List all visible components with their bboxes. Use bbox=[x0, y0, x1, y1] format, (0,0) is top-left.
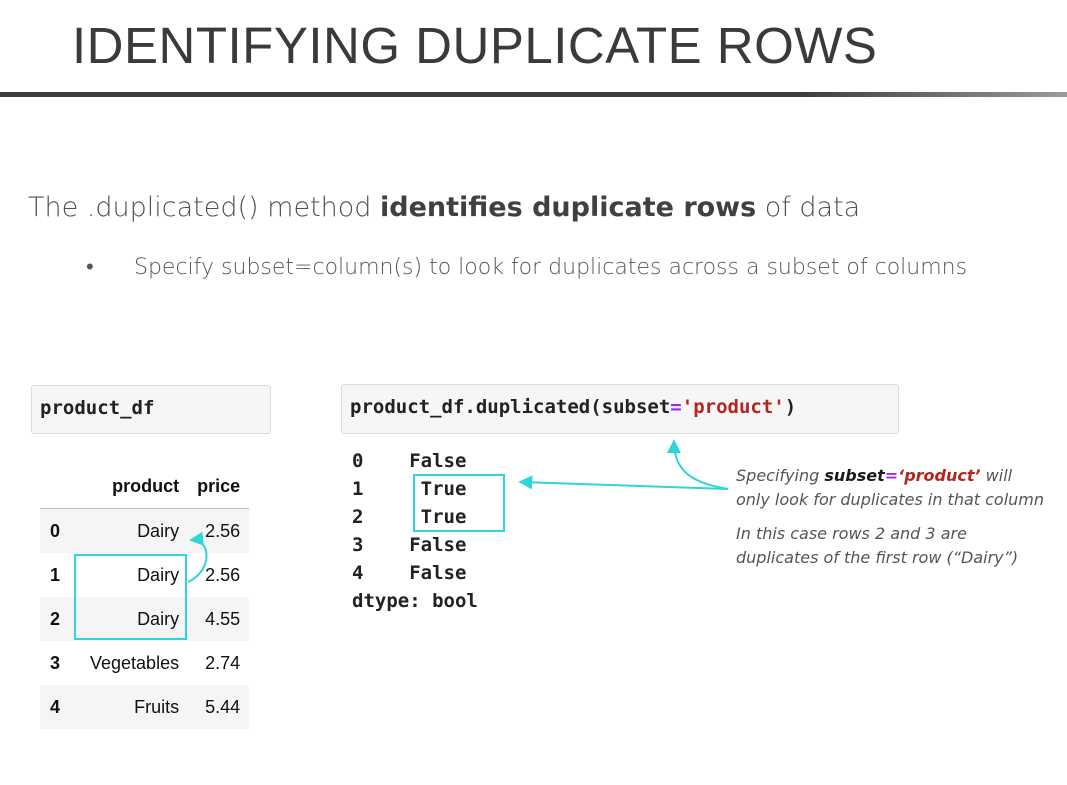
row-index: 4 bbox=[50, 696, 61, 717]
output-value: True bbox=[420, 478, 467, 500]
row-index: 1 bbox=[50, 564, 61, 585]
annotation-kw-op: = bbox=[884, 466, 899, 485]
table-row: 3 Vegetables 2.74 bbox=[40, 641, 249, 685]
code-string: 'product' bbox=[681, 396, 785, 418]
table-row: 1 Dairy 2.56 bbox=[40, 553, 249, 597]
column-header-product: product bbox=[81, 464, 189, 509]
arrow-to-code-cell bbox=[667, 439, 729, 490]
output-index: 4 bbox=[352, 562, 364, 584]
output-line: 0 False bbox=[352, 450, 466, 472]
annotation-subset: Specifying subset=‘product’ will only lo… bbox=[736, 464, 1046, 512]
true-values-highlight-box bbox=[413, 474, 505, 532]
cell-product: Vegetables bbox=[90, 652, 180, 673]
annotation-kw-name: subset bbox=[824, 466, 885, 485]
cell-product: Fruits bbox=[134, 696, 180, 717]
output-index: 3 bbox=[352, 534, 364, 556]
code-text-post: ) bbox=[784, 396, 797, 418]
row-index: 0 bbox=[50, 520, 61, 541]
arrow-to-true-values bbox=[518, 475, 729, 490]
code-operator: = bbox=[670, 396, 682, 418]
slide-subtitle: The .duplicated() method identifies dupl… bbox=[28, 192, 860, 223]
duplicate-rows-highlight-box bbox=[74, 554, 187, 640]
bullet-item: • Specify subset=column(s) to look for du… bbox=[86, 254, 967, 280]
subtitle-text-pre: The .duplicated() method bbox=[28, 192, 381, 223]
annotation-text-post: will only look for duplicates in that co… bbox=[736, 466, 1045, 509]
code-cell-duplicated[interactable]: product_df.duplicated(subset='product') bbox=[341, 384, 899, 434]
output-index: 0 bbox=[352, 450, 364, 472]
table-row: 0 Dairy 2.56 bbox=[40, 508, 250, 553]
output-line: 1 True bbox=[352, 478, 466, 500]
cell-price: 2.74 bbox=[205, 652, 241, 673]
cell-price: 4.55 bbox=[205, 608, 241, 629]
subtitle-bold: identifies duplicate rows bbox=[380, 192, 757, 223]
output-line: 2 True bbox=[352, 506, 466, 528]
subtitle-text-post: of data bbox=[756, 192, 861, 223]
row-index: 3 bbox=[50, 652, 61, 673]
output-line: 3 False bbox=[352, 534, 466, 556]
code-cell-product-df[interactable]: product_df bbox=[31, 385, 271, 434]
title-divider bbox=[0, 92, 1067, 97]
slide-title: IDENTIFYING DUPLICATE ROWS bbox=[72, 17, 878, 74]
table-header-row: product price bbox=[40, 464, 250, 509]
annotation-rows: In this case rows 2 and 3 are duplicates… bbox=[736, 524, 1019, 567]
annotation-text-pre: Specifying bbox=[736, 466, 825, 485]
output-value: False bbox=[409, 450, 467, 472]
cell-product: Dairy bbox=[137, 608, 180, 629]
output-line: 4 False bbox=[352, 562, 466, 584]
code-text-pre: product_df.duplicated(subset bbox=[350, 396, 671, 418]
cell-price: 5.44 bbox=[205, 696, 241, 717]
output-index: 1 bbox=[352, 478, 364, 500]
output-dtype: dtype: bool bbox=[352, 590, 478, 612]
annotation-kw-str: ‘product’ bbox=[898, 466, 981, 485]
cell-price: 2.56 bbox=[205, 520, 241, 541]
row-index: 2 bbox=[50, 608, 61, 629]
output-value: True bbox=[420, 506, 467, 528]
output-value: False bbox=[409, 534, 467, 556]
cell-price: 2.56 bbox=[205, 564, 241, 585]
output-index: 2 bbox=[352, 506, 364, 528]
output-value: False bbox=[409, 562, 467, 584]
column-header-price: price bbox=[188, 464, 250, 509]
bullet-dot-icon: • bbox=[86, 255, 94, 280]
code-text: product_df bbox=[40, 397, 155, 419]
annotation-keyword: subset=‘product’ bbox=[824, 466, 980, 485]
index-header bbox=[40, 464, 81, 509]
table-row: 4 Fruits 5.44 bbox=[40, 685, 250, 729]
cell-product: Dairy bbox=[137, 520, 180, 541]
bullet-text: Specify subset=column(s) to look for dup… bbox=[134, 255, 968, 280]
cell-product: Dairy bbox=[137, 564, 180, 585]
duplicated-series-output: 0 False 1 True 2 True 3 False 4 False dt… bbox=[352, 447, 478, 615]
